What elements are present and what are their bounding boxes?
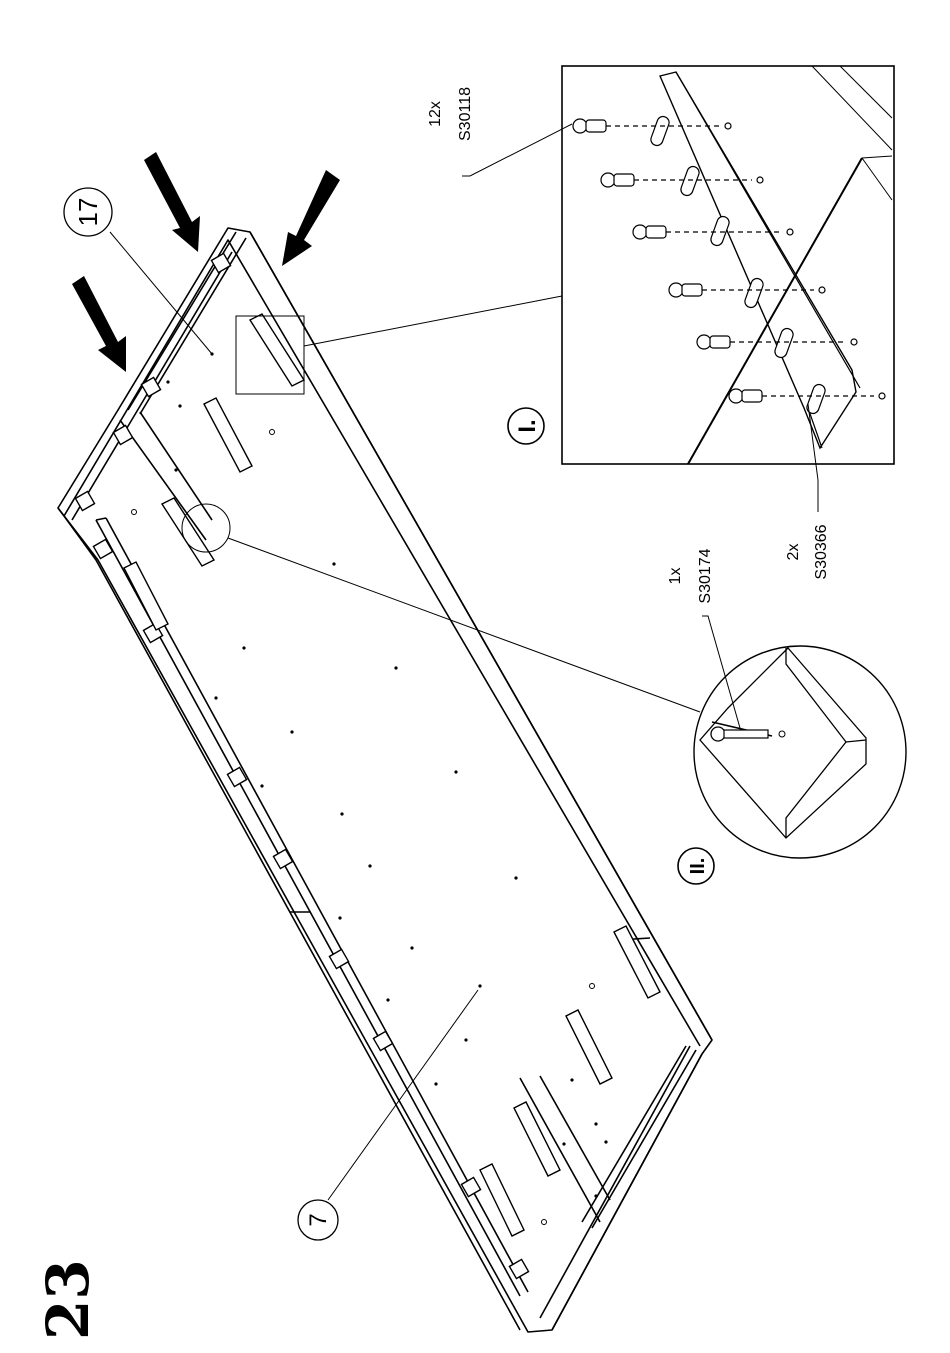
arrow-3	[72, 276, 126, 372]
detail-i-screw-annotation: 12x S30118	[427, 87, 572, 176]
part-17-label: 17	[73, 198, 103, 227]
detail-ii-circle: II.	[678, 646, 906, 884]
detail-i-screw-code: S30118	[457, 87, 474, 141]
step-number: 23	[34, 1259, 102, 1340]
detail-i-screw-qty: 12x	[427, 101, 444, 127]
detail-i-label: I.	[514, 419, 541, 432]
detail-ii-label: II.	[687, 858, 709, 875]
detail-i-dowel-qty: 2x	[785, 544, 802, 561]
arrow-1	[144, 152, 200, 252]
part-7-label: 7	[305, 1213, 332, 1226]
detail-i-dowel-code: S30366	[813, 524, 830, 579]
detail-ii-screw-code: S30174	[697, 548, 714, 603]
detail-i-leader	[304, 296, 562, 346]
detail-i-box: I.	[508, 66, 894, 464]
arrow-2	[282, 170, 340, 266]
detail-ii-screw-qty: 1x	[667, 568, 684, 585]
